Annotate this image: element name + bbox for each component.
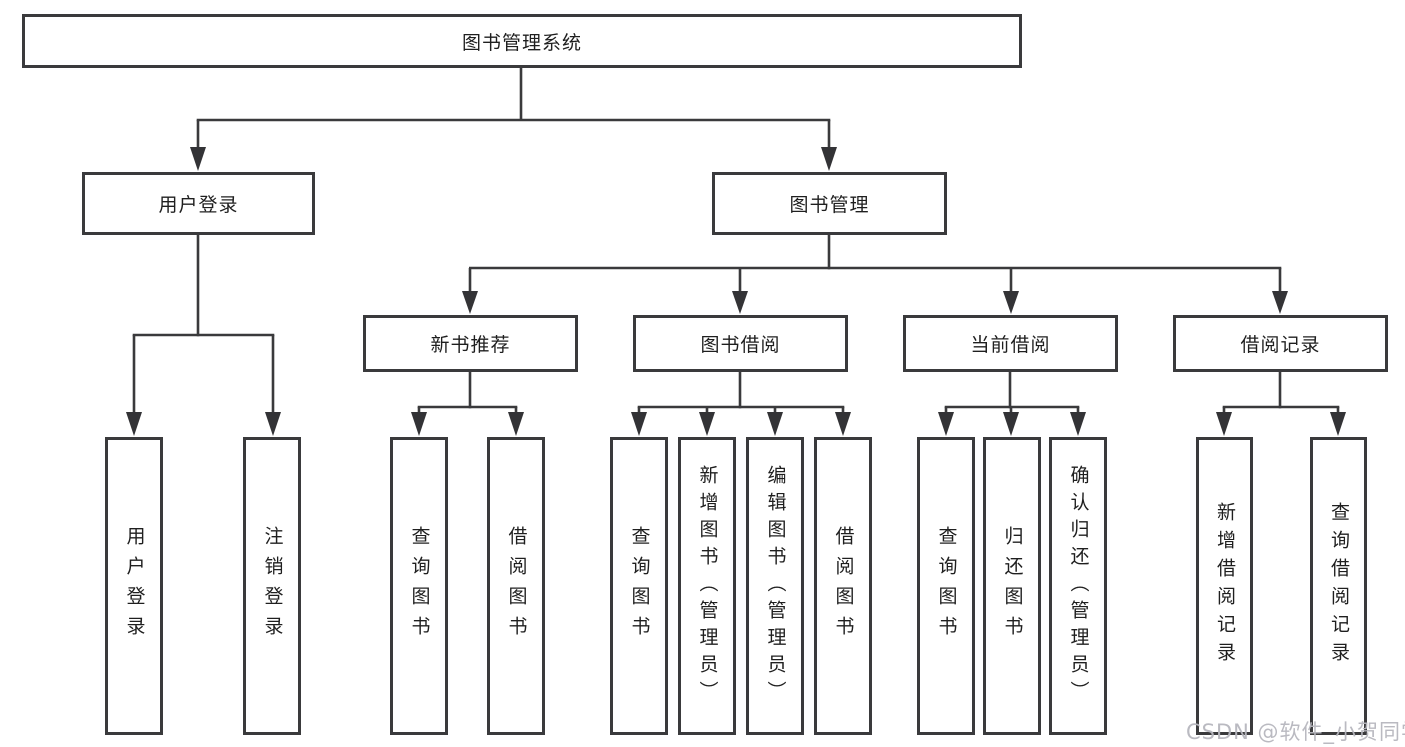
leaf-confirm-return-admin: 确认归还（管理员） (1049, 437, 1107, 735)
arrowhead-group (126, 147, 1346, 436)
node-new-book-recommend: 新书推荐 (363, 315, 578, 372)
leaf-user-login: 用户登录 (105, 437, 163, 735)
leaf-add-borrow-record: 新增借阅记录 (1196, 437, 1253, 735)
leaf-edit-book-admin: 编辑图书（管理员） (746, 437, 804, 735)
node-library-management-system: 图书管理系统 (22, 14, 1022, 68)
node-book-management: 图书管理 (712, 172, 947, 235)
leaf-query-book-borrow: 查询图书 (610, 437, 668, 735)
leaf-logout: 注销登录 (243, 437, 301, 735)
leaf-add-book-admin: 新增图书（管理员） (678, 437, 736, 735)
csdn-watermark: CSDN @软件_小贺同学 (1186, 720, 1405, 744)
leaf-query-book-recommend: 查询图书 (390, 437, 448, 735)
node-current-borrow: 当前借阅 (903, 315, 1118, 372)
leaf-borrow-book-recommend: 借阅图书 (487, 437, 545, 735)
node-borrow-record: 借阅记录 (1173, 315, 1388, 372)
leaf-borrow-book: 借阅图书 (814, 437, 872, 735)
leaf-query-book-current: 查询图书 (917, 437, 975, 735)
node-user-login: 用户登录 (82, 172, 315, 235)
leaf-query-borrow-record: 查询借阅记录 (1310, 437, 1367, 735)
leaf-return-book: 归还图书 (983, 437, 1041, 735)
node-book-borrow: 图书借阅 (633, 315, 848, 372)
